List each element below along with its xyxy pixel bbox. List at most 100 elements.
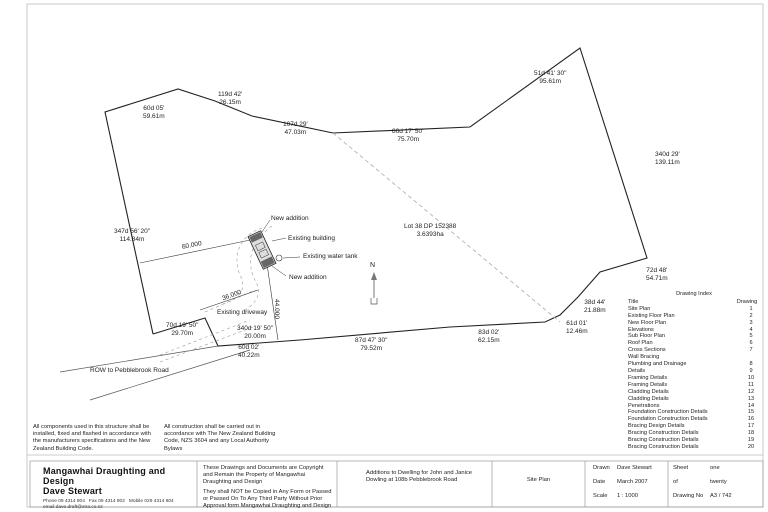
drawing-index-row: Framing Details 10 (626, 375, 762, 382)
drawing-index-title-cell: Site Plan (628, 305, 651, 312)
dimension-44m (266, 263, 279, 341)
sheet-value: one (710, 465, 720, 471)
drawing-index-row: Foundation Construction Details 16 (626, 416, 762, 423)
water-tank (275, 254, 283, 262)
drawing-index-title-cell: Bracing Design Details (628, 423, 685, 430)
drawing-index-row: Wall Bracing (626, 354, 762, 361)
drawing-index-row: Foundation Construction Details 15 (626, 409, 762, 416)
drawing-no-label: Drawing No (673, 493, 704, 499)
drawing-index-row: Bracing Construction Details 20 (626, 444, 762, 451)
drawing-index-number-cell: 14 (747, 402, 755, 409)
drawing-index-title-cell: Foundation Construction Details (628, 409, 708, 416)
boundary-label: 72d 48'54.71m (646, 267, 668, 282)
north-arrow-icon (370, 272, 378, 305)
note-construction: All construction shall be carried out in… (164, 424, 276, 452)
row-road-edge-bottom (89, 349, 251, 401)
dimension-60m (139, 239, 251, 264)
drawing-index-number-cell: 10 (747, 374, 755, 381)
scale-label: Scale (593, 493, 608, 499)
drawing-index-number-cell: 6 (749, 340, 753, 347)
drawing-index-number-cell: 19 (747, 437, 755, 444)
drawing-index-number-cell: 11 (748, 381, 754, 388)
dimension-36m (199, 289, 259, 311)
designer-name: Dave Stewart (43, 486, 102, 496)
drawing-index-row: Cross Sections 7 (626, 347, 762, 354)
drawing-index-title-cell: Sub Floor Plan (628, 333, 666, 340)
drawing-index-title-cell: Cross Sections (628, 347, 666, 354)
drawing-index-title-cell: Bracing Construction Details (628, 430, 699, 437)
drawing-index-number-cell: 13 (747, 395, 755, 402)
boundary-label: 340d 19' 50"20.00m (237, 325, 274, 340)
boundary-label: 38d 44'21.88m (584, 299, 606, 314)
drawing-index-title-cell: Existing Floor Plan (628, 312, 675, 319)
drawing-index-title-cell: Framing Details (628, 374, 668, 381)
date-label: Date (593, 479, 606, 485)
of-value: twenty (710, 479, 727, 485)
drawing-index-number-cell: 5 (749, 333, 753, 340)
drawing-index-number-cell: 7 (749, 347, 753, 354)
drawing-index-row: Cladding Details 12 (626, 389, 762, 396)
row-road-edge-top (59, 345, 219, 373)
drawing-index-number-cell: 15 (747, 409, 755, 416)
drawn-value: Dave Stewart (617, 465, 652, 471)
drawing-index-number-cell: 3 (749, 319, 753, 326)
property-boundary (104, 47, 648, 347)
building-footprint (247, 230, 277, 270)
boundary-label: 61d 01'12.46m (566, 320, 588, 335)
drawing-index-title-cell: Plumbing and Drainage (628, 361, 687, 368)
boundary-label: 60d 02'40.22m (238, 344, 260, 359)
drawing-index-number-cell: 1 (749, 305, 753, 312)
firm-block: Mangawhai Draughting and Design Dave Ste… (43, 466, 193, 511)
callout-new-addition: New addition (289, 274, 327, 281)
scale-value: 1 : 1000 (617, 493, 638, 499)
lot-division-dashed-line (332, 132, 561, 323)
drawing-index-title-cell: Cladding Details (628, 388, 669, 395)
date-value: March 2007 (617, 479, 648, 485)
drawing-index-title-cell: Roof Plan (628, 340, 653, 347)
note-components: All components used in this structure sh… (33, 424, 151, 452)
boundary-label: 119d 42'26.15m (218, 91, 243, 106)
drawing-index-row: New Floor Plan 3 (626, 320, 762, 327)
drawing-index-number-cell: 16 (747, 416, 755, 423)
callout-new-addition: New addition (271, 215, 309, 222)
of-label: of (673, 479, 678, 485)
drawing-no-value: A3 / 742 (710, 493, 732, 499)
drawing-index-title-cell: Foundation Construction Details (628, 416, 708, 423)
drawing-index-title: Drawing Index (676, 291, 712, 297)
drawing-index-number-cell: 18 (747, 430, 755, 437)
drawing-index-row: Cladding Details 13 (626, 396, 762, 403)
drawing-index-title-cell: Bracing Construction Details (628, 443, 699, 450)
boundary-label: 83d 02'62.15m (478, 329, 500, 344)
drawing-index-number-cell: 9 (749, 367, 753, 374)
boundary-label: 60d 05'59.61m (143, 105, 165, 120)
drawing-index-number-cell: 4 (749, 326, 753, 333)
sheet-title: Site Plan (526, 477, 551, 483)
drawing-index-number-cell: 12 (747, 388, 755, 395)
boundary-label: 340d 29'139.11m (655, 151, 680, 166)
boundary-label: 347d 56' 20"114.84m (114, 228, 151, 243)
drawing-index-row: Bracing Construction Details 18 (626, 430, 762, 437)
copyright-notice: These Drawings and Documents are Copyrig… (203, 465, 332, 509)
callout-existing-building: Existing building (288, 235, 335, 242)
drawing-index-row: Roof Plan 6 (626, 340, 762, 347)
drawing-index-number-cell (740, 354, 762, 361)
drawing-index-title-cell: Cladding Details (628, 395, 669, 402)
boundary-label: 70d 19' 50"29.70m (166, 322, 199, 337)
sheet-label: Sheet (673, 465, 689, 471)
firm-name: Mangawhai Draughting and Design (43, 466, 166, 486)
callout-water-tank: Existing water tank (303, 253, 358, 260)
drawing-index-title-cell: New Floor Plan (628, 319, 667, 326)
drawing-index-number-cell: 20 (747, 443, 755, 450)
callout-existing-driveway: Existing driveway (217, 309, 268, 316)
drawing-index-row: Sub Floor Plan 5 (626, 333, 762, 340)
